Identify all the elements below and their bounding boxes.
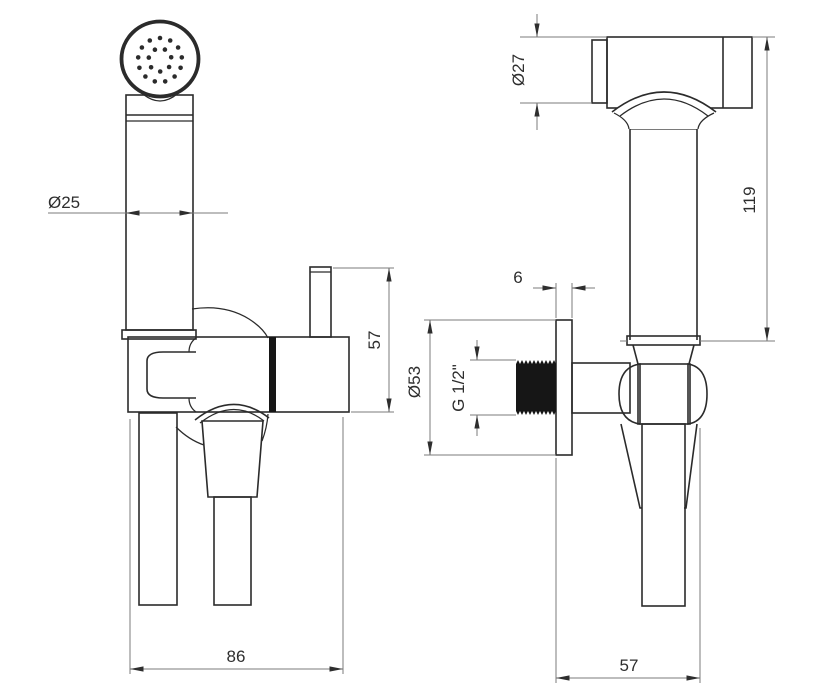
hose-connector-cone — [201, 420, 264, 498]
hose-left — [138, 412, 178, 606]
dimension-lines — [48, 14, 775, 683]
wall-bracket-valve-block — [127, 336, 350, 413]
dim-label-overall-length: 119 — [740, 186, 759, 213]
outlet-dome-inner — [199, 408, 265, 424]
dim-label-overall-width: 86 — [227, 647, 246, 666]
outlet-dome-outer — [194, 403, 270, 421]
hose-right — [213, 496, 252, 606]
neck-dome-inner — [619, 98, 709, 117]
taper-left — [632, 344, 639, 365]
dim-label-wall-depth: 57 — [620, 656, 639, 675]
valve-edge-dark-band — [269, 337, 276, 412]
spray-nozzles — [135, 35, 185, 84]
handle-clip-curves — [188, 337, 197, 413]
dim-label-thread-size: G 1/2" — [449, 364, 468, 412]
dim-label-plate-thickness: 6 — [513, 268, 522, 287]
dim-label-head-diameter: Ø27 — [509, 54, 528, 86]
wall-cover-plate — [555, 319, 573, 456]
holder-ring-right — [687, 363, 708, 425]
neck-dome-cusps — [613, 112, 715, 130]
handle-side-fill — [630, 113, 697, 340]
side-view-drawing — [516, 36, 753, 607]
neck-dome-outer — [611, 91, 717, 113]
shutoff-lever — [309, 266, 332, 338]
spray-face-side — [591, 39, 608, 104]
threaded-connector-g12 — [516, 360, 556, 415]
holder-ring-left — [618, 363, 641, 425]
handle-clip-notch — [146, 351, 196, 399]
holder-clip-side — [637, 363, 691, 425]
wall-flange-arc-bottom-left — [175, 426, 205, 446]
neck-dome-fill — [612, 91, 716, 129]
dim-label-bracket-height: 57 — [365, 331, 384, 350]
dim-label-handle-diameter: Ø25 — [48, 193, 80, 212]
connecting-pipe — [571, 362, 631, 414]
front-view-drawing — [119, 19, 350, 606]
dimension-labels: Ø25 57 86 Ø27 119 6 Ø53 G 1/2" 57 — [48, 54, 759, 675]
wall-flange-arc-top — [191, 307, 269, 339]
shower-head-face — [119, 19, 201, 99]
hose-connector-cone-side — [620, 423, 698, 509]
taper-right — [688, 344, 695, 365]
hose-side — [641, 423, 686, 607]
dim-label-flange-diameter: Ø53 — [405, 366, 424, 398]
